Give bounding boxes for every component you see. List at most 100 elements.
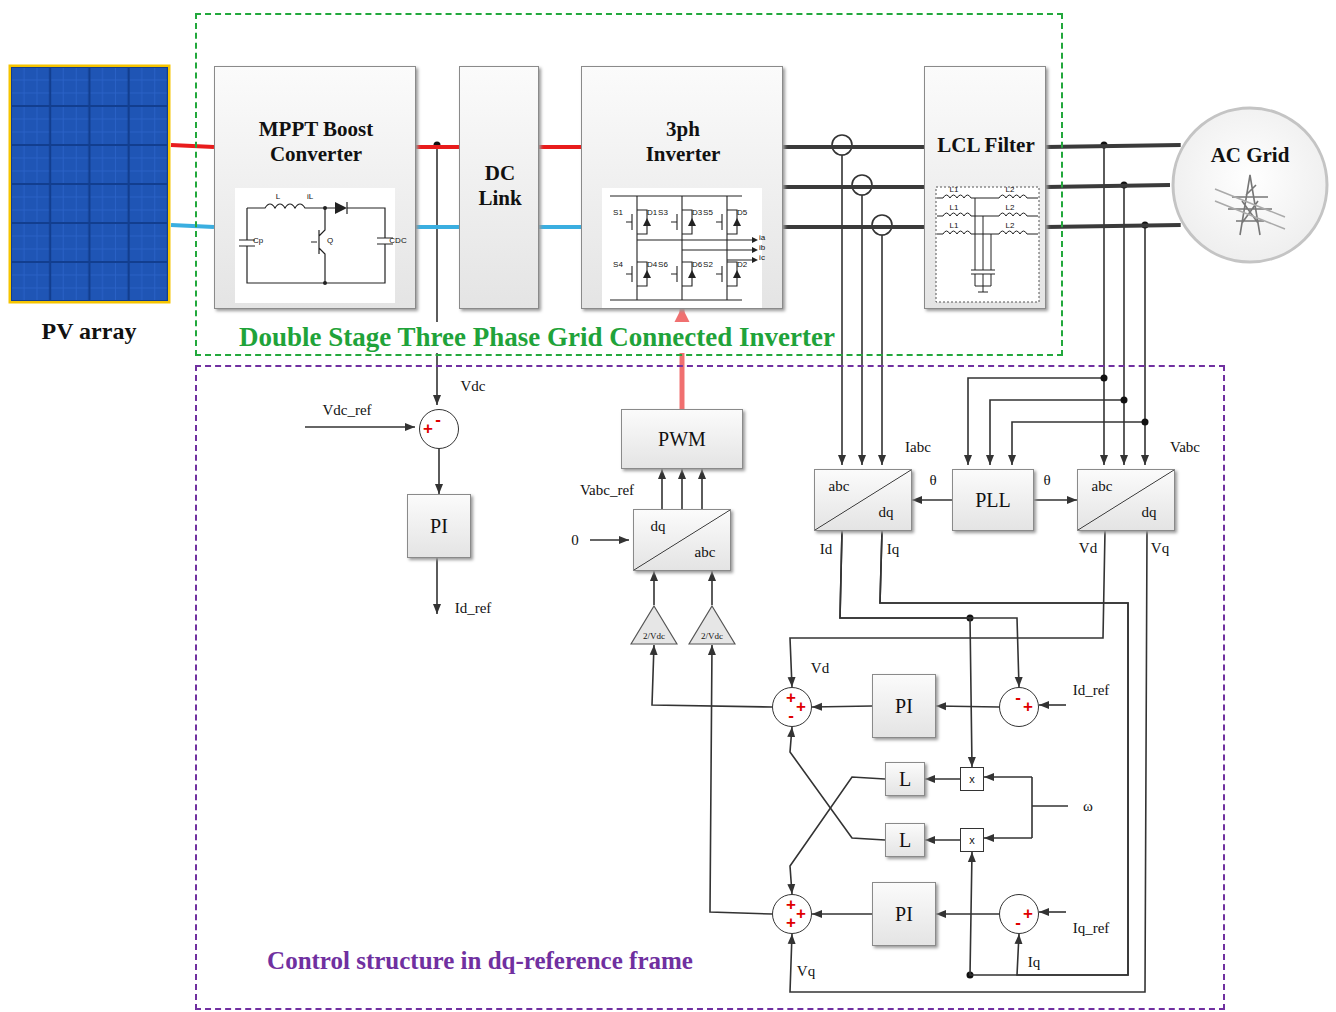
pi-controller: PI (872, 674, 936, 738)
component-label: D2 (737, 260, 747, 269)
signal-arrow (661, 469, 663, 509)
node-text: PWM (658, 428, 706, 451)
summing-junction: ++- (772, 687, 812, 727)
signal-label: Iq (1028, 954, 1041, 971)
component-label: L1 (950, 203, 959, 212)
component-label: L (276, 192, 280, 201)
node-text: AC Grid (1180, 143, 1320, 168)
node-text: 3ph Inverter (628, 117, 738, 167)
power-wire (1046, 145, 1181, 147)
node-text: PI (895, 695, 913, 718)
ac-grid: AC Grid (1170, 105, 1330, 265)
inductance-gain: L (885, 762, 925, 796)
pll-block: PLL (952, 469, 1034, 531)
inductance-gain: L (885, 823, 925, 857)
pv-panel (8, 64, 171, 304)
node-text: - (1012, 689, 1024, 706)
inverter-bridge (602, 188, 762, 308)
component-label: ic (759, 253, 765, 262)
component-label: L1 (950, 185, 959, 194)
grid-circle (1170, 105, 1330, 265)
summing-junction: -+ (419, 409, 459, 449)
power-wire (1046, 225, 1181, 227)
boost-circuit (235, 188, 395, 303)
node-text: + (795, 905, 807, 922)
component-label: L2 (1006, 203, 1015, 212)
signal-label: Vd (811, 660, 829, 677)
summing-junction: -+ (999, 687, 1039, 727)
power-wire (783, 225, 924, 229)
signal-arrow (912, 499, 952, 501)
node-text: DC Link (465, 161, 535, 211)
control-group: Control structure in dq-reference frame P… (195, 365, 1225, 1010)
summing-junction: +- (999, 894, 1039, 934)
node-text: - (785, 707, 797, 724)
component-label: L2 (1006, 221, 1015, 230)
power-wire (783, 145, 924, 149)
signal-label: ω (1083, 798, 1093, 815)
signal-arrow (840, 531, 1019, 687)
stage-group: Double Stage Three Phase Grid Connected … (195, 13, 1063, 356)
node-text: + (1022, 698, 1034, 715)
signal-label: Vdc_ref (322, 402, 371, 419)
signal-label: 0 (571, 532, 579, 549)
power-wire (416, 145, 459, 149)
node-text: 2/Vdc (632, 631, 676, 641)
signal-arrow (790, 727, 885, 840)
node-text: + (795, 698, 807, 715)
node-text: abc (685, 544, 725, 561)
component-label: S4 (613, 260, 623, 269)
node-text: PV array (9, 318, 169, 345)
node-text: abc (1082, 478, 1122, 495)
node-text: MPPT Boost Converter (224, 117, 408, 167)
pi-controller: PI (872, 882, 936, 946)
component-label: D5 (737, 208, 747, 217)
signal-label: Id_ref (455, 600, 492, 617)
signal-label: Vabc_ref (580, 482, 634, 499)
power-wire (783, 185, 924, 189)
component-label: CDC (389, 236, 406, 245)
signal-arrow (790, 531, 1147, 992)
signal-arrow (681, 469, 683, 509)
gain-triangle: 2/Vdc (630, 605, 678, 645)
abc-dq-transform: abcdq (814, 469, 912, 531)
signal-label: Vd (1079, 540, 1097, 557)
signal-arrow (711, 571, 713, 605)
component-label: D3 (692, 208, 702, 217)
node-text: L (899, 829, 911, 852)
node-text: 2/Vdc (690, 631, 734, 641)
signal-arrow (812, 706, 872, 707)
power-wire (416, 225, 459, 229)
node-text: PI (895, 903, 913, 926)
signal-arrow (790, 777, 885, 894)
node-text: x (969, 834, 975, 846)
signal-label: Vdc (461, 378, 486, 395)
signal-label: θ (929, 472, 936, 489)
signal-arrow (925, 839, 960, 841)
node-text: Double Stage Three Phase Grid Connected … (235, 322, 839, 353)
node-text: x (969, 773, 975, 785)
node-text: LCL Filter (928, 133, 1044, 158)
signal-arrow (790, 531, 1105, 687)
component-label: D6 (692, 260, 702, 269)
node-text: dq (638, 518, 678, 535)
node-text: + (1022, 905, 1034, 922)
signal-label: θ (1043, 472, 1050, 489)
component-label: ia (759, 233, 765, 242)
lcl-filter-box: LCL Filter (924, 66, 1046, 309)
signal-label: Vq (1151, 540, 1169, 557)
node-text: Control structure in dq-reference frame (210, 947, 750, 975)
signal-label: Vabc (1170, 439, 1200, 456)
signal-arrow (936, 913, 999, 915)
component-label: S6 (658, 260, 668, 269)
signal-label: Id (820, 541, 833, 558)
pv-array: PV array (8, 64, 171, 354)
node-text: + (785, 914, 797, 931)
inverter-box: 3ph Inverter (581, 66, 783, 309)
component-label: iL (307, 192, 313, 201)
signal-arrow (653, 571, 655, 605)
node-text: + (422, 420, 434, 437)
component-label: S5 (703, 208, 713, 217)
signal-arrow (936, 706, 999, 707)
node-text: + (785, 896, 797, 913)
